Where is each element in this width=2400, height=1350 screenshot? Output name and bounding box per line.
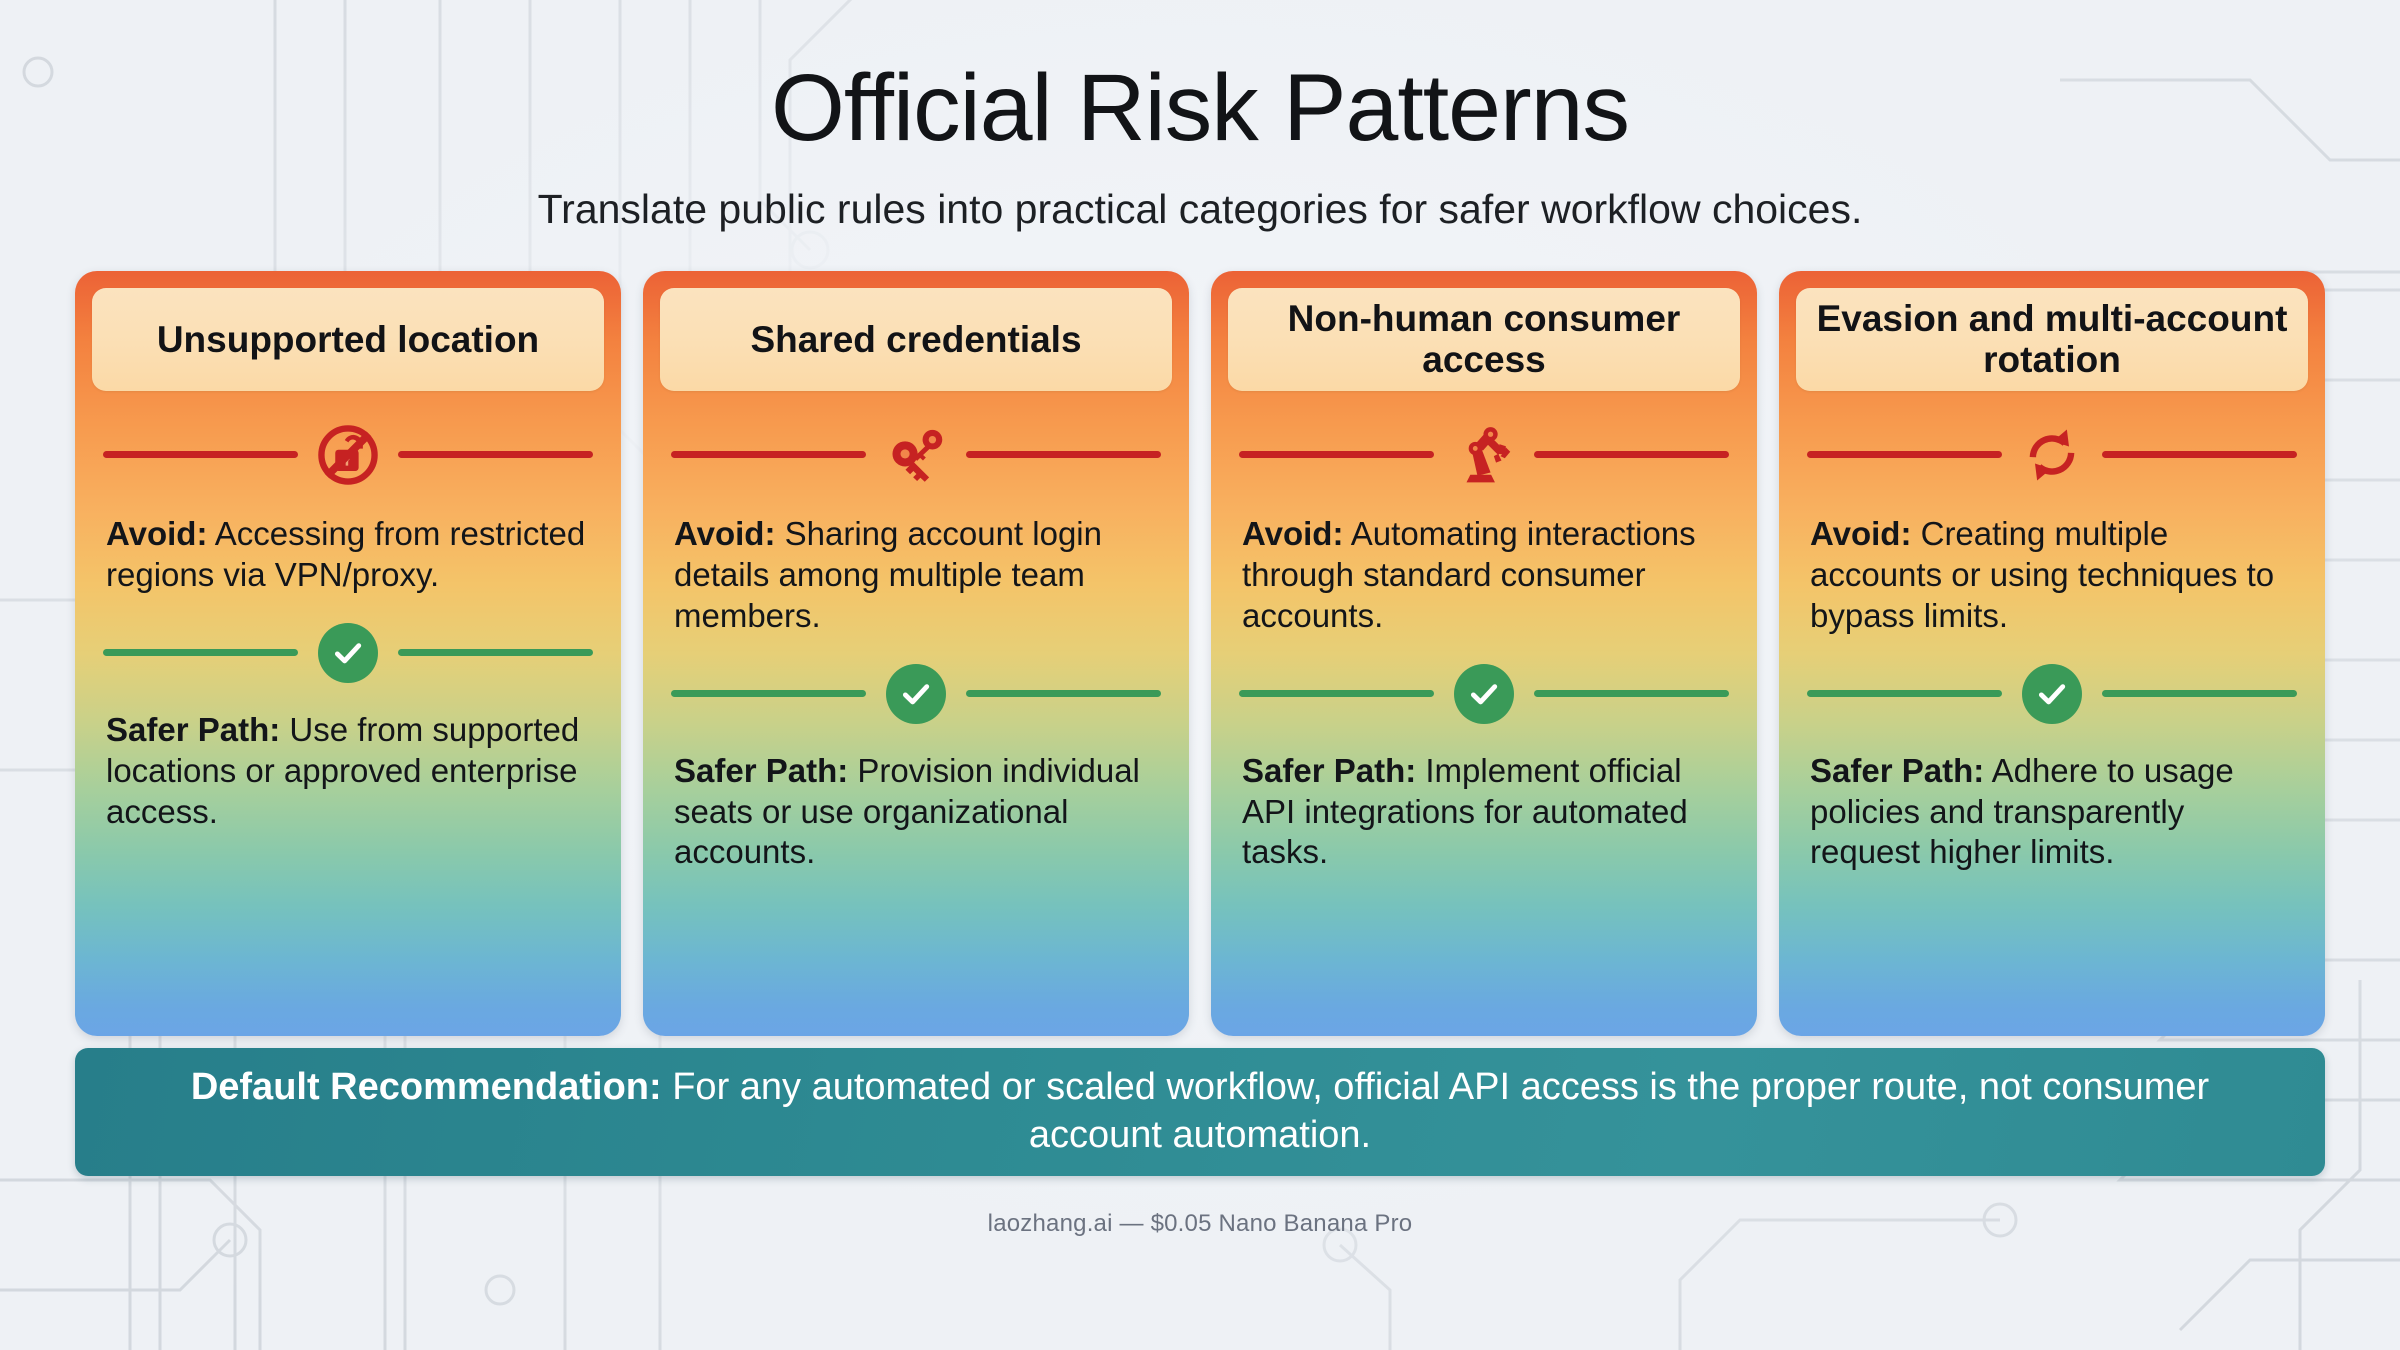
avoid-divider [92, 418, 604, 492]
card-header: Non-human consumer access [1228, 287, 1740, 391]
divider-rule-left [103, 649, 298, 657]
safer-divider [660, 657, 1172, 731]
card-title: Evasion and multi-account rotation [1816, 297, 2288, 381]
recommendation-label: Default Recommendation: [190, 1065, 662, 1108]
safer-label: Safer Path: [106, 710, 281, 748]
safer-text: Safer Path: Provision individual seats o… [660, 751, 1172, 874]
risk-card[interactable]: Unsupported location [75, 270, 621, 1036]
avoid-text: Avoid: Accessing from restricted regions… [92, 514, 604, 596]
two-keys-icon [879, 418, 953, 492]
banner-text: Default Recommendation: For any automate… [123, 1064, 2277, 1160]
page-title: Official Risk Patterns [771, 55, 1630, 161]
avoid-label: Avoid: [106, 514, 208, 552]
recommendation-description: For any automated or scaled workflow, of… [672, 1065, 2210, 1156]
card-header: Shared credentials [660, 287, 1172, 391]
safer-label: Safer Path: [674, 751, 849, 789]
avoid-label: Avoid: [1810, 514, 1912, 552]
divider-rule-left [671, 690, 866, 698]
safer-label: Safer Path: [1810, 751, 1985, 789]
safer-divider [1796, 657, 2308, 731]
page-subtitle: Translate public rules into practical ca… [537, 185, 1863, 232]
risk-card[interactable]: Shared credentials [643, 270, 1189, 1036]
avoid-label: Avoid: [1242, 514, 1344, 552]
safer-divider [92, 616, 604, 690]
rotation-arrows-icon [2015, 418, 2089, 492]
risk-card-grid: Unsupported location [75, 270, 2325, 1036]
default-recommendation-banner: Default Recommendation: For any automate… [75, 1047, 2325, 1176]
card-header: Evasion and multi-account rotation [1796, 287, 2308, 391]
divider-rule-left [1239, 451, 1434, 459]
avoid-text: Avoid: Creating multiple accounts or usi… [1796, 514, 2308, 637]
card-title: Shared credentials [750, 318, 1082, 360]
card-header: Unsupported location [92, 287, 604, 391]
safer-text: Safer Path: Use from supported locations… [92, 710, 604, 833]
robot-arm-icon [1447, 418, 1521, 492]
divider-rule-left [671, 451, 866, 459]
card-title: Non-human consumer access [1287, 297, 1681, 381]
divider-rule-right [966, 690, 1161, 698]
safer-text: Safer Path: Implement official API integ… [1228, 751, 1740, 874]
safer-text: Safer Path: Adhere to usage policies and… [1796, 751, 2308, 874]
safer-divider [1228, 657, 1740, 731]
safer-label: Safer Path: [1242, 751, 1417, 789]
watermark: laozhang.ai — $0.05 Nano Banana Pro [987, 1209, 1413, 1237]
no-unlocked-padlock-icon [311, 418, 385, 492]
avoid-text: Avoid: Automating interactions through s… [1228, 514, 1740, 637]
divider-rule-left [103, 451, 298, 459]
risk-card[interactable]: Non-human consumer access [1211, 270, 1757, 1036]
avoid-label: Avoid: [674, 514, 776, 552]
check-circle-icon [311, 616, 385, 690]
divider-rule-right [398, 451, 593, 459]
card-title: Unsupported location [156, 318, 540, 360]
divider-rule-right [966, 451, 1161, 459]
divider-rule-left [1807, 690, 2002, 698]
check-circle-icon [879, 657, 953, 731]
divider-rule-right [398, 649, 593, 657]
divider-rule-left [1239, 690, 1434, 698]
divider-rule-right [1534, 451, 1729, 459]
avoid-divider [1796, 418, 2308, 492]
avoid-divider [1228, 418, 1740, 492]
divider-rule-right [2102, 690, 2297, 698]
check-circle-icon [1447, 657, 1521, 731]
divider-rule-right [2102, 451, 2297, 459]
avoid-divider [660, 418, 1172, 492]
check-circle-icon [2015, 657, 2089, 731]
divider-rule-right [1534, 690, 1729, 698]
avoid-text: Avoid: Sharing account login details amo… [660, 514, 1172, 637]
divider-rule-left [1807, 451, 2002, 459]
risk-card[interactable]: Evasion and multi-account rotation [1779, 270, 2325, 1036]
